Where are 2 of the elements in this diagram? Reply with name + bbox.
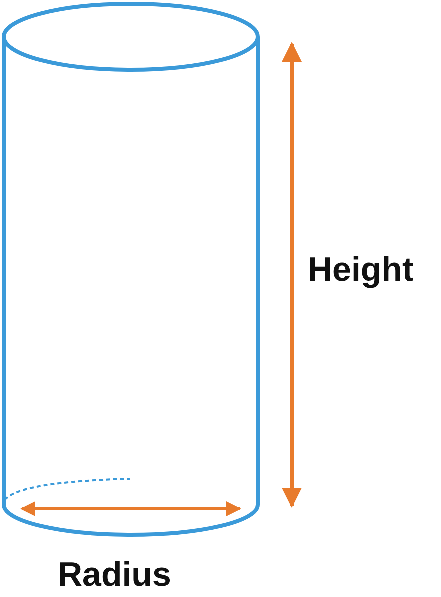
dimension-label: Height bbox=[308, 253, 414, 287]
dimension-label: Radius bbox=[58, 558, 172, 592]
